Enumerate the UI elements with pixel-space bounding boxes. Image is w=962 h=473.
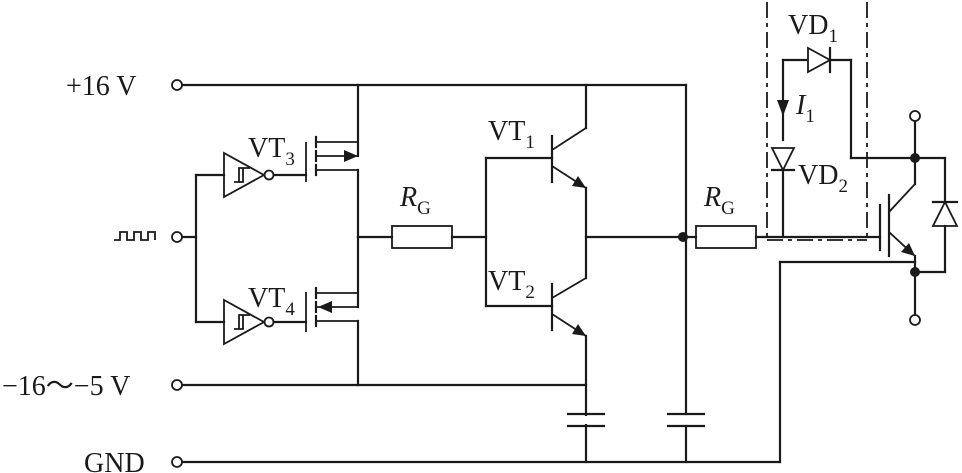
output-node — [584, 232, 698, 242]
bjt-vt1 — [484, 83, 588, 308]
minus-supply-terminal — [171, 379, 183, 391]
mosfet-vt4 — [305, 235, 360, 387]
negative-rail — [171, 379, 588, 391]
inverter-gate-top — [223, 151, 308, 199]
diode-vd2 — [770, 58, 796, 239]
inverter-gate-bottom — [223, 298, 308, 346]
rg-label-1: RG — [399, 182, 431, 219]
mosfet-vt3 — [305, 83, 360, 239]
ground-terminal — [171, 456, 183, 468]
positive-rail — [171, 79, 688, 91]
square-wave-icon — [114, 231, 156, 241]
gate-resistor-1 — [356, 225, 488, 249]
vt4-label: VT4 — [248, 283, 295, 320]
junction-dot — [678, 232, 688, 242]
freewheel-diode — [913, 156, 959, 274]
vd2-label: VD2 — [798, 160, 848, 197]
plus-supply-label: +16 V — [66, 71, 137, 102]
hysteresis-icon — [234, 167, 250, 183]
hysteresis-icon — [234, 314, 250, 330]
gate-resistor-2 — [695, 225, 882, 249]
ground-label: GND — [84, 448, 145, 473]
rg-label-2: RG — [703, 182, 735, 219]
ground-rail — [171, 260, 917, 468]
diode-vd1 — [781, 46, 917, 160]
igbt — [878, 110, 921, 326]
capacitor-right — [666, 83, 706, 464]
minus-supply-label: −16～−5 V — [2, 371, 130, 402]
emitter-terminal — [909, 314, 921, 326]
bjt-vt2 — [484, 277, 588, 464]
vt1-label: VT1 — [488, 116, 535, 153]
i1-label: I1 — [795, 90, 815, 127]
capacitor-left — [566, 412, 606, 428]
clamp-diode-box — [766, 2, 868, 241]
vd1-label: VD1 — [788, 10, 838, 47]
input-terminal — [171, 231, 183, 243]
collector-terminal — [909, 110, 921, 122]
vt3-label: VT3 — [248, 133, 295, 170]
pulse-input — [114, 173, 226, 324]
plus-supply-terminal — [171, 79, 183, 91]
current-arrow-icon — [777, 100, 789, 116]
vt2-label: VT2 — [488, 266, 535, 303]
